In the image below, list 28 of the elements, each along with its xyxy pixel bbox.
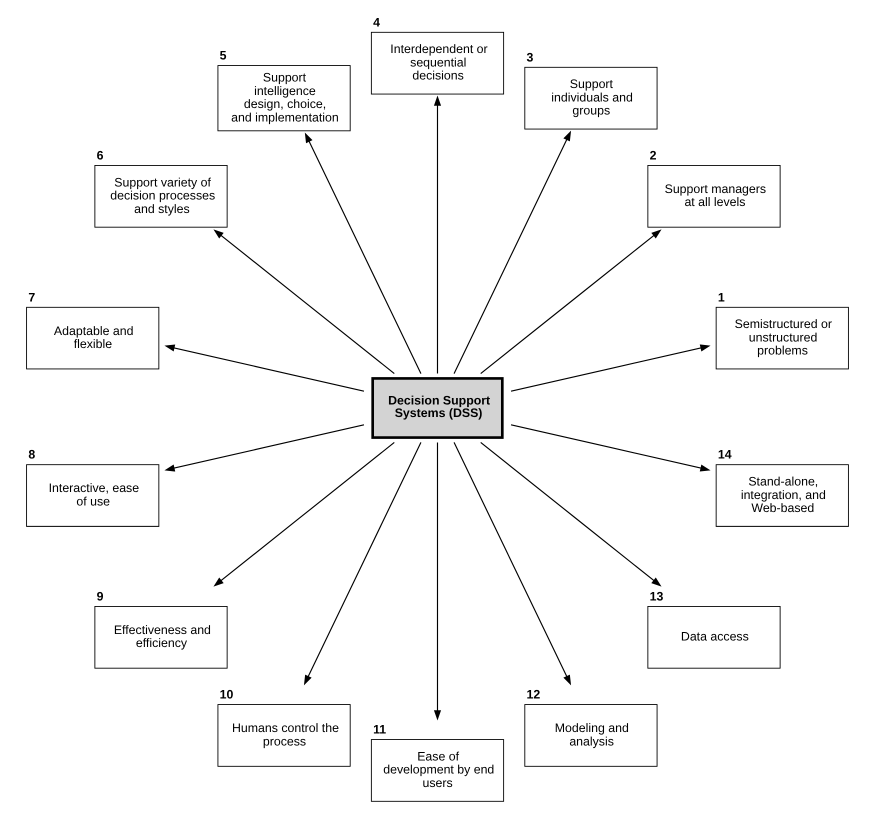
arrow: [303, 442, 421, 686]
arrow: [304, 132, 421, 374]
arrow: [164, 424, 364, 472]
node-label: 1: [717, 290, 724, 304]
arrow: [212, 229, 394, 374]
node-label: 12: [526, 688, 540, 702]
node-label: 7: [28, 290, 35, 304]
arrow: [164, 344, 364, 392]
node-label: 4: [372, 15, 380, 30]
node-label: 10: [219, 688, 233, 702]
arrow: [212, 442, 394, 587]
node-label: 6: [96, 148, 103, 162]
arrow: [480, 229, 662, 374]
node-label: 9: [96, 589, 103, 604]
arrow: [480, 442, 662, 587]
arrow: [510, 344, 710, 392]
node-label: 5: [219, 48, 226, 63]
arrow: [510, 424, 710, 472]
arrow: [453, 442, 571, 686]
arrow: [433, 96, 441, 374]
node-label: 14: [717, 448, 732, 462]
node-label: 11: [372, 722, 386, 737]
node-label: 13: [649, 589, 663, 604]
node-label: 8: [28, 448, 35, 462]
arrow: [453, 130, 571, 374]
node-label: 3: [526, 50, 533, 64]
arrow: [433, 442, 441, 720]
node-label: 2: [649, 148, 656, 162]
